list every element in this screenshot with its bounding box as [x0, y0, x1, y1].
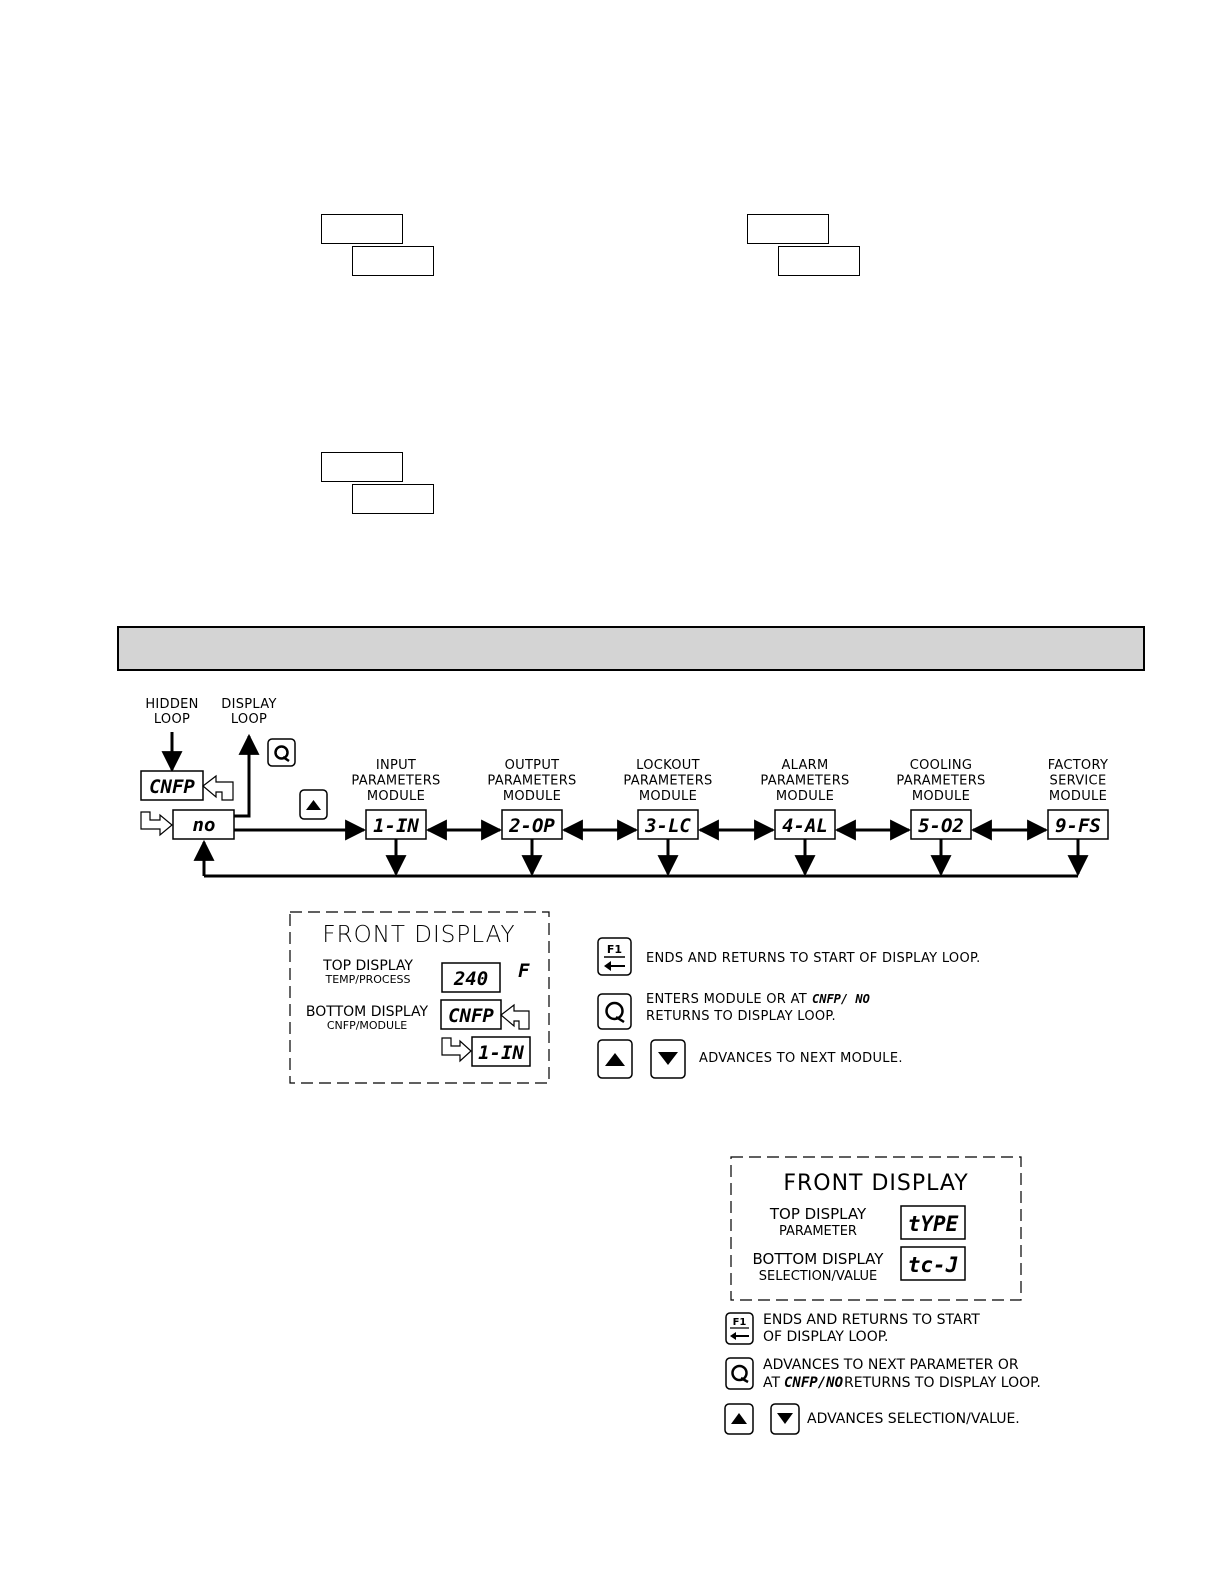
empty-box-b1 — [747, 214, 829, 244]
module-2-label-2: PARAMETERS — [487, 774, 576, 789]
module-5-label-1: COOLING — [910, 758, 973, 773]
loop-text-2: RETURNS TO DISPLAY LOOP. — [646, 1009, 836, 1024]
legend2-loop-text-1: ADVANCES TO NEXT PARAMETER OR — [763, 1357, 1019, 1373]
cnfp-code: CNFP — [149, 776, 195, 798]
loop-key-icon — [267, 738, 296, 767]
legend2-loop-text-2: RETURNS TO DISPLAY LOOP. — [844, 1375, 1041, 1391]
section-header-bar — [117, 626, 1145, 671]
top-display-sub: TEMP/PROCESS — [324, 973, 410, 986]
fd2-top-box — [900, 1205, 966, 1240]
empty-box-a2 — [352, 246, 434, 276]
fd2-bottom-box — [900, 1246, 966, 1281]
module-6-label-3: MODULE — [1049, 789, 1107, 804]
up-key-icon — [299, 789, 328, 820]
unit-label: F — [518, 960, 530, 982]
module-2-code: 2-OP — [508, 815, 555, 837]
legend2-arrows-text: ADVANCES SELECTION/VALUE. — [807, 1411, 1020, 1427]
empty-box-b2 — [778, 246, 860, 276]
display-loop-label-1: DISPLAY — [221, 697, 276, 712]
return-arrow-icon — [202, 774, 234, 801]
bottom-display-sub: CNFP/MODULE — [327, 1019, 407, 1032]
no-box — [172, 809, 235, 840]
module-4-label-1: ALARM — [781, 758, 828, 773]
module-4-box — [774, 809, 836, 840]
module-1-label-1: INPUT — [376, 758, 416, 773]
module-3-label-1: LOCKOUT — [636, 758, 700, 773]
module-3-label-3: MODULE — [639, 789, 697, 804]
f1-key-icon: F1 — [597, 937, 632, 976]
module-1-label-3: MODULE — [367, 789, 425, 804]
up-key-icon-2 — [597, 1039, 633, 1079]
module-2-label-1: OUTPUT — [505, 758, 560, 773]
front-display-2-title: FRONT DISPLAY — [783, 1171, 968, 1196]
legend2-loop-code: CNFP/NO — [784, 1375, 843, 1391]
module-5-label-3: MODULE — [912, 789, 970, 804]
bottom-display-value-2: 1-IN — [478, 1042, 524, 1064]
module-4-label-2: PARAMETERS — [760, 774, 849, 789]
module-4-code: 4-AL — [782, 815, 828, 837]
loop-key-icon-3 — [725, 1357, 754, 1390]
fd1-return-arrow-icon — [500, 1003, 530, 1030]
down-key-icon-2 — [650, 1039, 686, 1079]
module-6-code: 9-FS — [1055, 815, 1101, 837]
module-5-label-2: PARAMETERS — [896, 774, 985, 789]
display-loop-label-2: LOOP — [231, 712, 267, 727]
f1-text: ENDS AND RETURNS TO START OF DISPLAY LOO… — [646, 951, 981, 966]
front-display-1-frame — [289, 911, 550, 1084]
f1-key-icon-3: F1 — [725, 1312, 754, 1345]
empty-box-c2 — [352, 484, 434, 514]
module-5-code: 5-O2 — [918, 815, 964, 837]
legend2-f1-text-2: OF DISPLAY LOOP. — [763, 1329, 888, 1345]
hidden-loop-label-1: HIDDEN — [145, 697, 198, 712]
top-display-box — [441, 962, 501, 993]
module-2-box — [501, 809, 563, 840]
module-3-label-2: PARAMETERS — [623, 774, 712, 789]
fd2-bottom-label: BOTTOM DISPLAY — [753, 1250, 885, 1268]
module-6-label-1: FACTORY — [1048, 758, 1108, 773]
svg-text:F1: F1 — [733, 1317, 747, 1328]
arrows-text: ADVANCES TO NEXT MODULE. — [699, 1051, 903, 1066]
enter-arrow-icon — [140, 811, 173, 837]
front-display-2-frame — [730, 1156, 1022, 1301]
fd1-enter-arrow-icon — [441, 1037, 472, 1063]
module-6-label-2: SERVICE — [1050, 774, 1107, 789]
bottom-display-value: CNFP — [448, 1005, 494, 1027]
empty-box-a1 — [321, 214, 403, 244]
bottom-display-box-2 — [471, 1036, 531, 1067]
fd2-top-label: TOP DISPLAY — [769, 1205, 867, 1223]
legend2-loop-prefix: AT — [763, 1375, 780, 1391]
module-3-code: 3-LC — [644, 815, 691, 837]
svg-text:F1: F1 — [607, 943, 622, 956]
module-4-label-3: MODULE — [776, 789, 834, 804]
module-3-box — [637, 809, 699, 840]
module-1-label-2: PARAMETERS — [351, 774, 440, 789]
down-key-icon-3 — [770, 1403, 800, 1435]
fd2-bottom-sub: SELECTION/VALUE — [759, 1269, 877, 1284]
module-5-box — [910, 809, 972, 840]
module-1-code: 1-IN — [373, 815, 419, 837]
loop-code: CNFP/ NO — [812, 992, 870, 1006]
fd2-bottom-value: tc-J — [908, 1253, 959, 1277]
fd2-top-sub: PARAMETER — [779, 1224, 857, 1239]
loop-key-icon-2 — [597, 993, 632, 1030]
legend2-f1-text-1: ENDS AND RETURNS TO START — [763, 1312, 980, 1328]
module-6-box — [1047, 809, 1109, 840]
top-display-label: TOP DISPLAY — [322, 958, 413, 974]
bottom-display-label: BOTTOM DISPLAY — [306, 1004, 429, 1020]
hidden-loop-label-2: LOOP — [154, 712, 190, 727]
top-display-value: 240 — [453, 968, 488, 990]
front-display-1-title: FRONT DISPLAY — [322, 922, 515, 948]
fd2-top-value: tYPE — [908, 1212, 959, 1236]
to-display-loop-arrow — [234, 733, 260, 818]
up-key-icon-3 — [724, 1403, 754, 1435]
module-row: INPUTPARAMETERSMODULE1-INOUTPUTPARAMETER… — [351, 758, 1109, 877]
empty-box-c1 — [321, 452, 403, 482]
module-2-label-3: MODULE — [503, 789, 561, 804]
loop-text-1: ENTERS MODULE OR AT — [646, 992, 807, 1007]
no-code: no — [193, 814, 216, 836]
